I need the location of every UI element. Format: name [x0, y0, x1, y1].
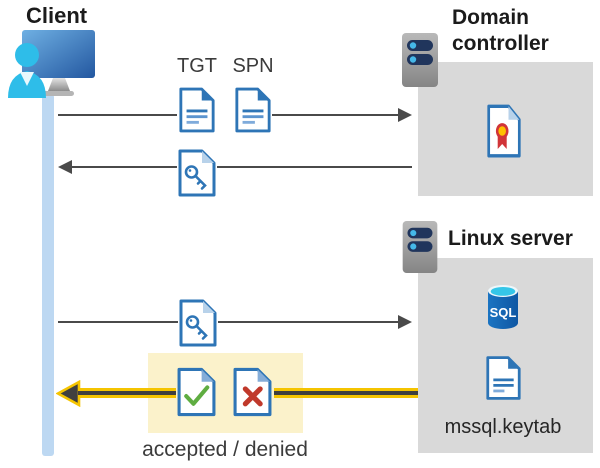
result-label: accepted / denied [142, 438, 308, 461]
sql-database-icon: SQL [488, 285, 518, 329]
client-timeline-bar [42, 94, 54, 456]
keytab-file-label: mssql.keytab [444, 416, 562, 438]
domain-controller-label: Domain controller [452, 6, 549, 55]
denied-document-icon [233, 367, 272, 417]
spn-label: SPN [232, 55, 274, 77]
key-document-icon-dc [178, 149, 216, 197]
arrow-result-line-right [274, 388, 418, 398]
key-document-icon-linux [179, 299, 217, 347]
keytab-document-icon [486, 356, 521, 400]
tgt-label: TGT [177, 55, 217, 77]
arrow-request-head [398, 108, 412, 122]
arrow-request-line-right [272, 114, 398, 116]
sql-icon-label: SQL [490, 305, 517, 320]
arrow-ticket-line-right [218, 321, 398, 323]
client-label: Client [26, 3, 88, 28]
linux-server-icon [402, 221, 438, 273]
arrow-tgt-response-line-left [72, 166, 177, 168]
domain-controller-server-icon [402, 33, 438, 87]
arrow-ticket-line-left [58, 321, 178, 323]
arrow-result-line-left [78, 388, 176, 398]
arrow-ticket-head [398, 315, 412, 329]
arrow-tgt-response-line-right [217, 166, 412, 168]
arrow-tgt-response-head [58, 160, 72, 174]
arrow-request-line-left [58, 114, 177, 116]
certificate-document-icon [487, 104, 521, 158]
spn-document-icon [235, 87, 271, 133]
linux-server-label: Linux server [448, 227, 573, 250]
tgt-document-icon [179, 87, 215, 133]
client-workstation-icon [8, 30, 95, 98]
accepted-document-icon [177, 367, 216, 417]
